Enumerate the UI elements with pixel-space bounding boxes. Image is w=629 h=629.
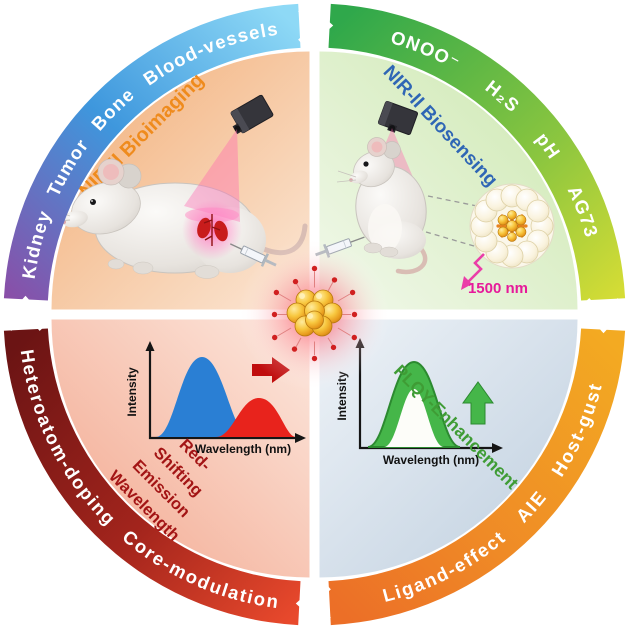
spectrum-curve-red	[216, 398, 296, 437]
x-axis-label: Wavelength (nm)	[383, 453, 479, 467]
y-axis-label: Intensity	[125, 367, 139, 417]
mouse-ear-inner	[371, 141, 383, 153]
ligand-bonds	[277, 271, 351, 355]
mouse-illustration-biosensing	[336, 137, 428, 275]
center-nanocluster	[238, 238, 391, 391]
mouse-paw	[132, 261, 154, 275]
mouse-paw	[363, 242, 383, 254]
x-axis-arrowhead	[295, 433, 306, 443]
mouse-ear-inner	[103, 164, 119, 180]
mouse-paw	[107, 258, 125, 270]
chart-axes	[148, 348, 298, 440]
mouse-paw	[194, 265, 220, 279]
ring-arc-bottom-right	[328, 328, 626, 626]
spectrum-curve-blue	[156, 357, 250, 437]
mouse-eye	[363, 161, 369, 167]
nir-camera-icon	[377, 100, 419, 136]
ring-chevron-right-icon	[579, 298, 628, 334]
ring-arc-bottom-left	[3, 328, 301, 626]
ring-chevron-top-icon	[298, 1, 334, 50]
mouse-whiskers	[336, 170, 357, 183]
ligand-atoms	[271, 265, 358, 362]
nir-camera-icon	[230, 94, 274, 135]
y-axis-arrowhead	[145, 341, 155, 351]
emission-arrow-icon	[466, 253, 485, 284]
x-axis-label: Wavelength (nm)	[195, 442, 291, 456]
camera-beam	[184, 129, 240, 222]
enhancement-arrow-icon	[462, 381, 494, 425]
biosensing-scene: NIR-II Biosensing	[315, 62, 555, 297]
quadrant-redshift-bg	[51, 319, 310, 578]
kidney-illustration	[197, 214, 228, 246]
spectrum-curve-inner-white	[384, 389, 444, 447]
nanocluster-micelle-illustration	[469, 183, 555, 269]
gold-nanocluster-illustration	[286, 289, 343, 337]
mouse-belly	[368, 204, 402, 252]
ring-chevron-bottom-icon	[295, 579, 331, 628]
ring-arc-top-right	[328, 3, 626, 301]
mouse-eye	[90, 199, 96, 205]
emission-wavelength-label: 1500 nm	[468, 280, 528, 297]
emission-arrowhead-icon	[461, 276, 472, 290]
ring-chevron-left-icon	[1, 295, 50, 331]
plqy-spectrum-chart: Intensity Wavelength (nm)	[335, 338, 503, 467]
redshift-spectrum-chart: Intensity Wavelength (nm)	[125, 341, 306, 456]
x-axis-arrowhead	[492, 443, 503, 453]
mouse-snout	[62, 210, 88, 228]
mouse-paw	[379, 246, 399, 258]
ring-arc-top-left	[3, 3, 301, 301]
mouse-eye-glint	[91, 200, 93, 202]
